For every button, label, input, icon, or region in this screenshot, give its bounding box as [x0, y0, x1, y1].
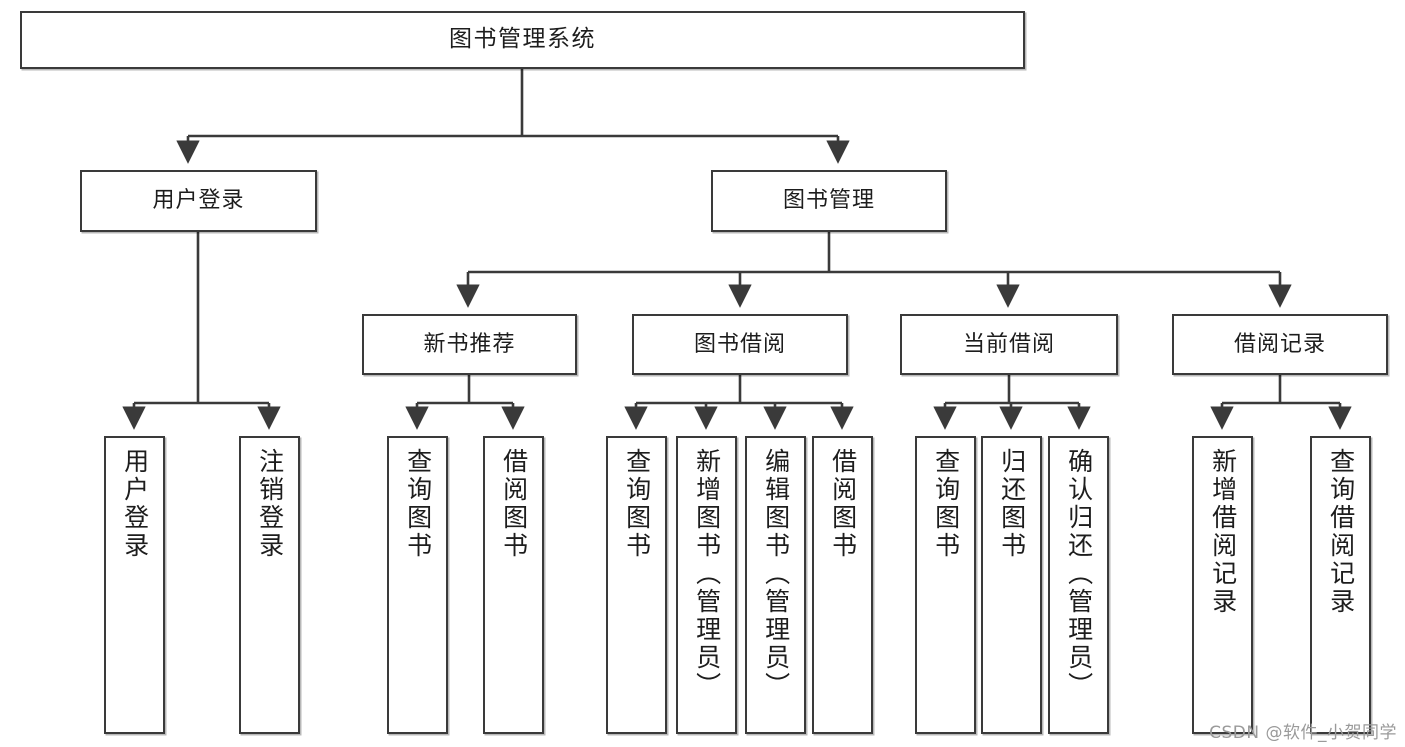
node-leaf-user-logout[interactable]: 注销登录	[239, 436, 300, 734]
node-new-book-recommend[interactable]: 新书推荐	[362, 314, 577, 375]
node-leaf-query-book-2-label: 查询图书	[622, 448, 652, 560]
node-leaf-confirm-return-label: 确认归还（管理员）	[1064, 448, 1094, 700]
node-leaf-edit-book-label: 编辑图书（管理员）	[761, 448, 791, 700]
node-leaf-borrow-book-1-label: 借阅图书	[499, 448, 529, 560]
node-root-label: 图书管理系统	[449, 26, 596, 53]
node-leaf-query-record-label: 查询借阅记录	[1326, 448, 1356, 616]
node-current-borrow-label: 当前借阅	[962, 331, 1055, 357]
node-book-borrow-label: 图书借阅	[693, 331, 786, 357]
node-book-borrow[interactable]: 图书借阅	[632, 314, 848, 375]
node-root[interactable]: 图书管理系统	[20, 11, 1025, 69]
node-leaf-add-record-label: 新增借阅记录	[1208, 448, 1238, 616]
node-leaf-confirm-return[interactable]: 确认归还（管理员）	[1048, 436, 1109, 734]
node-user-login-label: 用户登录	[152, 188, 245, 214]
node-leaf-user-login[interactable]: 用户登录	[104, 436, 165, 734]
node-leaf-add-record[interactable]: 新增借阅记录	[1192, 436, 1253, 734]
node-book-management[interactable]: 图书管理	[711, 170, 947, 232]
node-leaf-return-book[interactable]: 归还图书	[981, 436, 1042, 734]
node-leaf-borrow-book-1[interactable]: 借阅图书	[483, 436, 544, 734]
node-leaf-user-login-label: 用户登录	[120, 448, 150, 560]
node-book-management-label: 图书管理	[782, 188, 875, 214]
node-new-book-recommend-label: 新书推荐	[423, 331, 516, 357]
node-leaf-edit-book[interactable]: 编辑图书（管理员）	[745, 436, 806, 734]
node-leaf-query-book-3[interactable]: 查询图书	[915, 436, 976, 734]
node-current-borrow[interactable]: 当前借阅	[900, 314, 1118, 375]
watermark: CSDN @软件_小贺同学	[1209, 723, 1397, 743]
node-leaf-query-book-2[interactable]: 查询图书	[606, 436, 667, 734]
node-borrow-records-label: 借阅记录	[1233, 331, 1326, 357]
node-leaf-borrow-book-2-label: 借阅图书	[828, 448, 858, 560]
node-leaf-query-book-1-label: 查询图书	[403, 448, 433, 560]
node-leaf-query-record[interactable]: 查询借阅记录	[1310, 436, 1371, 734]
node-leaf-query-book-1[interactable]: 查询图书	[387, 436, 448, 734]
node-leaf-add-book-label: 新增图书（管理员）	[692, 448, 722, 700]
node-leaf-add-book[interactable]: 新增图书（管理员）	[676, 436, 737, 734]
node-user-login[interactable]: 用户登录	[80, 170, 317, 232]
node-borrow-records[interactable]: 借阅记录	[1172, 314, 1388, 375]
node-leaf-query-book-3-label: 查询图书	[931, 448, 961, 560]
node-leaf-borrow-book-2[interactable]: 借阅图书	[812, 436, 873, 734]
node-leaf-return-book-label: 归还图书	[997, 448, 1027, 560]
node-leaf-user-logout-label: 注销登录	[255, 448, 285, 560]
